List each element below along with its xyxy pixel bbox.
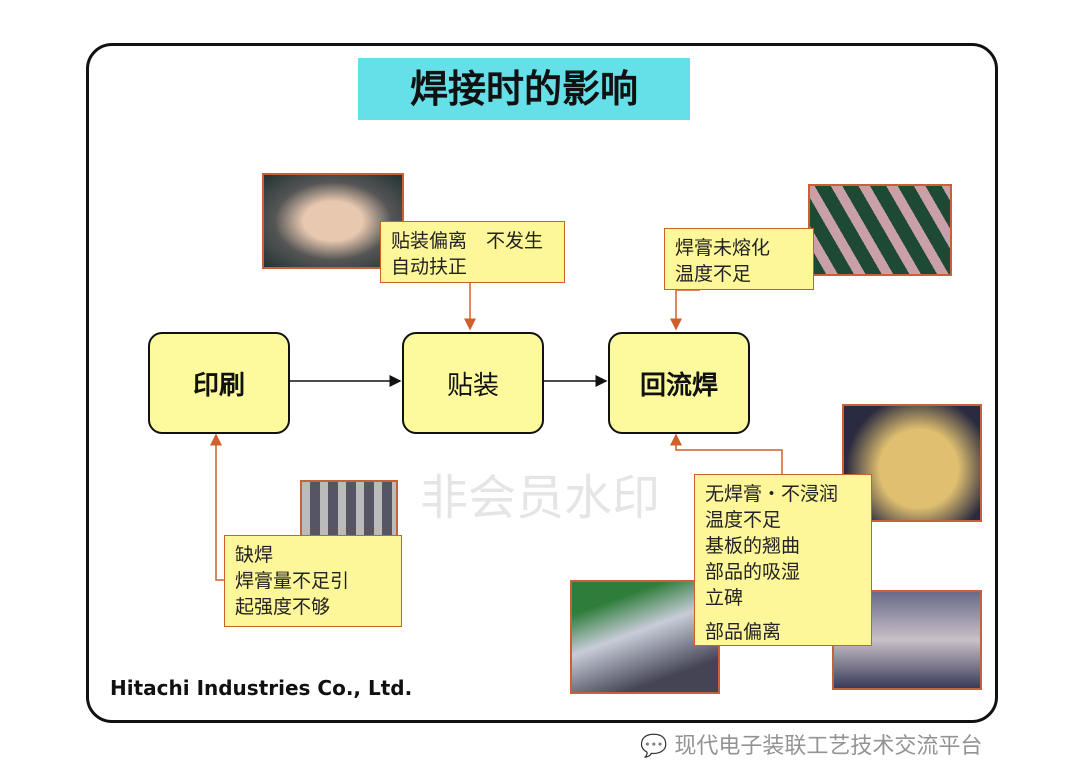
arrow-note-print — [210, 433, 224, 581]
note-line: 焊膏未熔化 — [675, 237, 771, 259]
note-line: 焊膏量不足引 — [235, 570, 350, 592]
note-line: 缺焊 — [235, 544, 274, 566]
note-line: 起强度不够 — [235, 596, 331, 618]
note-mount: 贴装偏离 不发生自动扶正 — [380, 221, 565, 283]
note-line: 部品的吸湿 — [705, 561, 801, 583]
slide-title: 焊接时的影响 — [358, 58, 690, 120]
wechat-icon: 💬 — [640, 734, 668, 759]
note-reflow-top: 焊膏未熔化温度不足 — [664, 228, 814, 290]
photo-unmelted-paste — [808, 184, 952, 276]
note-print: 缺焊焊膏量不足引起强度不够 — [224, 535, 402, 627]
note-line: 温度不足 — [705, 509, 782, 531]
note-line: 基板的翘曲 — [705, 535, 801, 557]
node-print: 印刷 — [148, 332, 290, 434]
note-line: 部品偏离 — [705, 621, 782, 643]
note-line: 自动扶正 — [391, 256, 468, 278]
note-line: 立碑 — [705, 587, 744, 609]
note-line: 无焊膏・不浸润 — [705, 483, 839, 505]
wechat-text: 现代电子装联工艺技术交流平台 — [674, 734, 983, 759]
note-line: 贴装偏离 不发生 — [391, 230, 544, 252]
note-reflow-bottom: 无焊膏・不浸润 温度不足 基板的翘曲 部品的吸湿 立碑 部品偏离 — [694, 474, 872, 646]
footer-wechat-watermark: 💬 现代电子装联工艺技术交流平台 — [640, 728, 982, 760]
slide-frame — [86, 43, 998, 723]
footer-company: Hitachi Industries Co., Ltd. — [110, 676, 413, 700]
arrow-note-reflow-top — [670, 289, 700, 331]
arrow-note-reflow-bottom — [670, 433, 783, 474]
node-reflow: 回流焊 — [608, 332, 750, 434]
note-line: 温度不足 — [675, 263, 752, 285]
watermark: 非会员水印 — [420, 470, 661, 526]
node-mount: 贴装 — [402, 332, 544, 434]
